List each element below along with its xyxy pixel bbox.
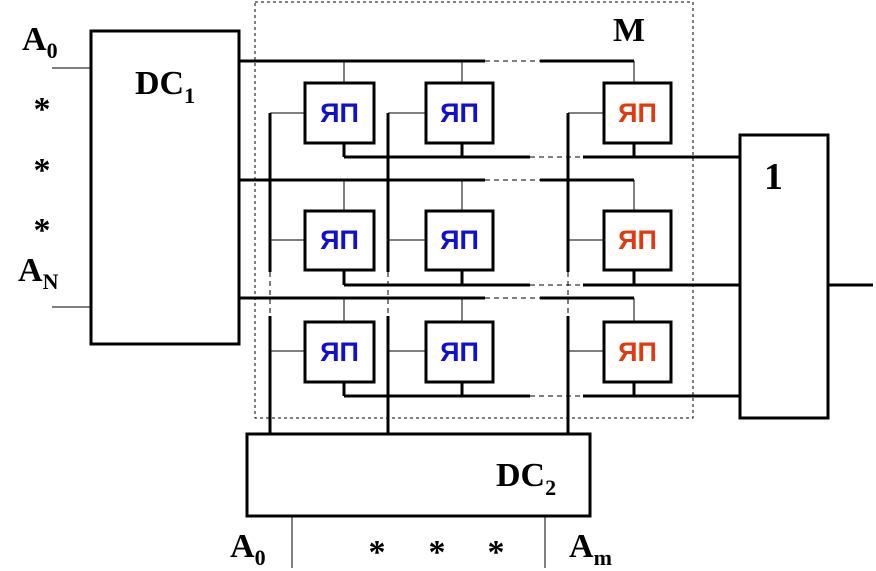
column-select-gaps [269,272,569,316]
output-lines [342,143,740,398]
dc2-label: DC2 [496,457,556,500]
bottom-input-star: * [369,534,386,571]
bottom-input-star: * [488,534,505,571]
memory-cell-label: ЯП [440,337,479,367]
left-input-an-label: AN [18,252,59,294]
memory-label: M [613,12,645,49]
or-gate-label: 1 [764,156,783,198]
memory-cell-r1-c2 [424,81,495,145]
dc1-block [89,29,241,346]
left-input-star: * [34,91,51,128]
memory-cells [303,81,673,384]
memory-cell-r3-c2 [424,320,495,384]
memory-cell-r2-c3 [602,209,673,272]
word-lines [239,59,634,300]
memory-cell-r1-c1 [303,81,376,145]
memory-cell-label: ЯП [320,225,359,255]
dc1-label: DC1 [135,65,195,108]
memory-cell-label: ЯП [320,337,359,367]
or-gate-block [738,133,830,420]
bottom-input-am-label: Am [569,528,612,570]
output-line-gaps [530,156,583,397]
word-line-gaps [485,60,540,299]
memory-cell-r2-c1 [303,209,376,272]
memory-cell-r2-c2 [424,209,495,272]
column-select-lines [268,113,570,434]
memory-matrix-frame [254,1,694,419]
bottom-input-a0-label: A0 [230,528,266,570]
word-line-taps [343,61,635,322]
memory-cell-label: ЯП [618,337,657,367]
memory-cell-labels: ЯП ЯП ЯП ЯП ЯП ЯП ЯП ЯП ЯП [320,98,657,367]
memory-cell-label: ЯП [440,225,479,255]
memory-cell-label: ЯП [320,98,359,128]
memory-cell-label: ЯП [440,98,479,128]
column-select-taps [270,112,604,352]
left-input-star: * [34,212,51,249]
memory-cell-r3-c3 [602,320,673,384]
memory-cell-r1-c3 [602,81,673,145]
left-input-star: * [34,152,51,189]
left-input-a0-label: A0 [22,21,58,63]
memory-cell-label: ЯП [618,98,657,128]
bottom-input-star: * [429,534,446,571]
memory-cell-r3-c1 [303,320,376,384]
dc2-block [245,432,592,518]
memory-cell-label: ЯП [618,225,657,255]
